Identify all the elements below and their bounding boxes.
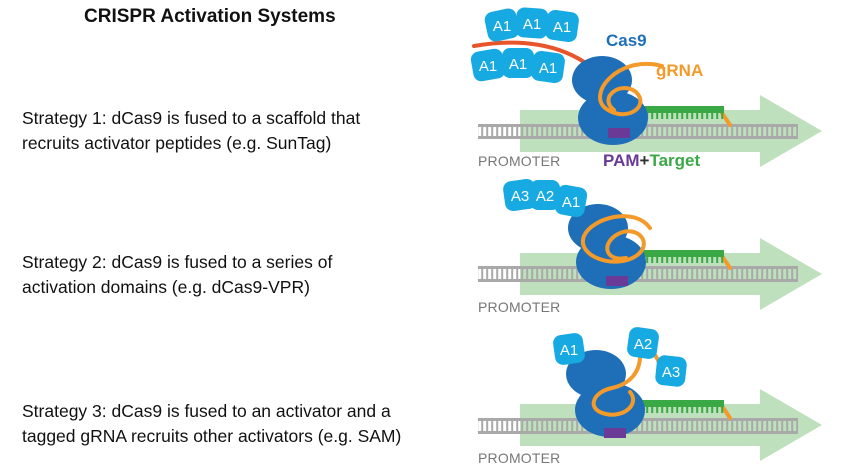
activator-a1: A1 [531, 50, 565, 84]
grna-label: gRNA [656, 61, 703, 80]
strategy-1-line-1: Strategy 1: dCas9 is fused to a scaffold… [22, 108, 361, 128]
promoter-label: PROMOTER [478, 153, 561, 169]
activator-a2-label: A2 [634, 336, 652, 353]
activator-a1-label: A1 [493, 18, 511, 35]
target-ticks [636, 113, 724, 119]
grna-loop [591, 354, 642, 417]
pam-label: PAM [603, 151, 640, 170]
strategy-1-line-2: recruits activator peptides (e.g. SunTag… [22, 133, 332, 153]
strategy-3-text: Strategy 3: dCas9 is fused to an activat… [22, 399, 401, 449]
strategy-3-line-1: Strategy 3: dCas9 is fused to an activat… [22, 401, 391, 421]
activator-a2: A2 [627, 327, 659, 359]
pam-site [608, 128, 630, 138]
activator-a1: A1 [502, 48, 534, 78]
target-ticks [636, 257, 724, 263]
activator-peptides: A1 A1 A1 A1 A1 [470, 7, 579, 84]
activator-a3-label: A3 [511, 188, 529, 205]
panel-3: A1 A2 A3 PROMOTER [478, 327, 822, 466]
target-sequence [636, 250, 724, 257]
activator-a1-label: A1 [553, 19, 571, 36]
activator-a1-label: A1 [479, 58, 497, 75]
strategy-1-text: Strategy 1: dCas9 is fused to a scaffold… [22, 106, 360, 156]
activator-a1-label: A1 [560, 342, 578, 359]
strategy-3-line-2: tagged gRNA recruits other activators (e… [22, 426, 402, 446]
activator-a1-label: A1 [539, 60, 557, 77]
activator-a1: A1 [554, 184, 588, 218]
pam-site [606, 276, 628, 286]
panel-2: A3 A2 A1 PROMOTER [478, 178, 822, 315]
target-sequence [636, 400, 724, 407]
activator-a1: A1 [515, 7, 549, 39]
plus-sign: + [640, 151, 650, 170]
panel-1: A1 A1 A1 A1 A1 [470, 7, 822, 170]
strategy-2-text: Strategy 2: dCas9 is fused to a series o… [22, 250, 332, 300]
strategy-2-line-2: activation domains (e.g. dCas9-VPR) [22, 277, 310, 297]
activator-a1: A1 [470, 48, 506, 82]
activator-a1: A1 [484, 8, 520, 42]
target-label: Target [649, 151, 700, 170]
promoter-label: PROMOTER [478, 450, 561, 466]
promoter-label: PROMOTER [478, 299, 561, 315]
activator-a3: A3 [503, 178, 537, 212]
activator-a1: A1 [553, 333, 585, 365]
grna-loop [580, 214, 652, 264]
cas9-protein [572, 56, 648, 145]
activation-domains: A3 A2 A1 [503, 178, 588, 218]
activator-a2: A2 [530, 180, 560, 210]
pam-site [604, 428, 626, 438]
diagram-title: CRISPR Activation Systems [84, 6, 336, 27]
activator-a2-label: A2 [536, 188, 554, 205]
cas9-protein [566, 350, 645, 437]
activator-a1: A1 [545, 9, 579, 43]
target-ticks [636, 407, 724, 413]
cas9-label: Cas9 [606, 31, 647, 50]
grna-loop [598, 62, 664, 117]
target-sequence [636, 106, 724, 113]
activator-a1-label: A1 [562, 194, 580, 211]
scaffold-chain [472, 40, 592, 68]
strategy-2-line-1: Strategy 2: dCas9 is fused to a series o… [22, 252, 333, 272]
activator-a3: A3 [655, 355, 687, 387]
pam-target-label: PAM+Target [603, 151, 700, 170]
activator-a1-label: A1 [509, 56, 527, 73]
activator-a1-label: A1 [523, 16, 541, 33]
activator-a3-label: A3 [662, 364, 680, 381]
